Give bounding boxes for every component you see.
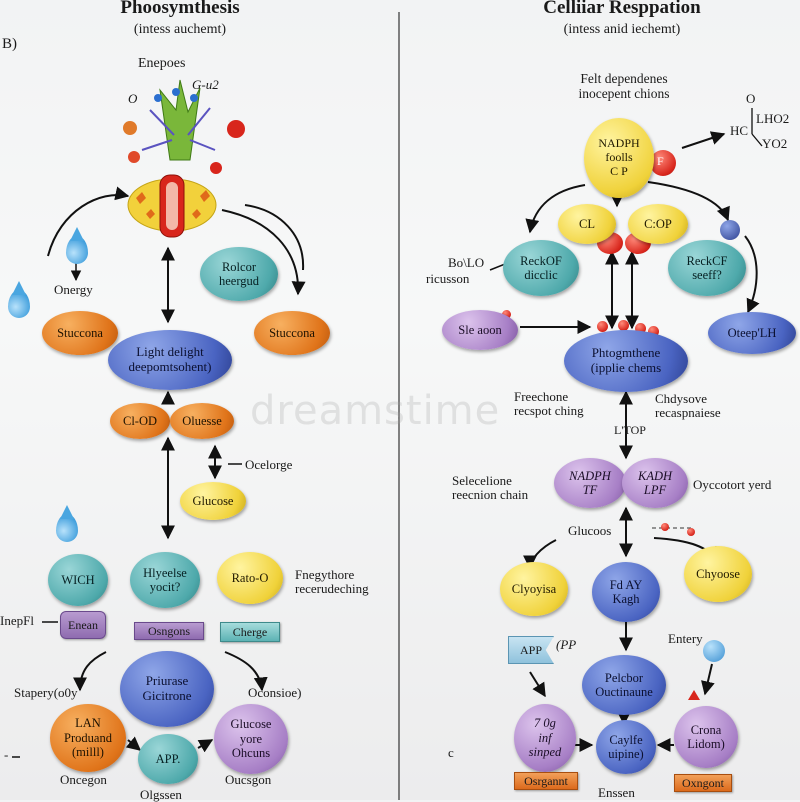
caylfe-node: Caylfe uipine) xyxy=(596,720,656,774)
chemical-structure-icon xyxy=(751,108,763,147)
red-dot-icon xyxy=(648,326,659,337)
app-node-left: APP. xyxy=(138,734,198,784)
blue-molecule-icon xyxy=(720,220,740,240)
stuccona-node-left: Stuccona xyxy=(42,311,118,355)
lho2-label: LHO2 xyxy=(756,111,790,126)
o-atom-label: O xyxy=(746,91,756,106)
red-dot-icon xyxy=(597,321,608,332)
glucoos-label: Glucoos xyxy=(568,523,612,538)
oteep-node: Oteep'LH xyxy=(708,312,796,354)
enepoes-label: Enepoes xyxy=(138,56,186,71)
sle-aoon-node: Sle aoon xyxy=(442,310,518,350)
f-label: F xyxy=(657,154,664,168)
hc-label: HC xyxy=(730,123,749,138)
light-dependent-node: Light delight deepomtsohent) xyxy=(108,330,232,390)
oluesse-node: Oluesse xyxy=(170,403,234,439)
dash-label: - xyxy=(4,747,9,762)
oyccotort-label: Oyccotort yerd xyxy=(693,477,772,492)
oncegon-label: Oncegon xyxy=(60,772,107,787)
inepfi-label: InepFl xyxy=(0,613,34,628)
nadph-top-node: NADPH foolls C P xyxy=(584,118,654,198)
fday-node: Fd AY Kagh xyxy=(592,562,660,622)
ltop-label: L'TOP xyxy=(614,423,646,437)
water-drop-icon xyxy=(8,281,30,318)
reckof-left-node: ReckOF dicclic xyxy=(503,240,579,296)
felt-label: Felt dependenes inocepent chions xyxy=(578,71,670,101)
red-dot-icon xyxy=(635,323,646,334)
enean-box: Enean xyxy=(60,611,106,639)
rolcor-node: Rolcor heergud xyxy=(200,247,278,301)
clyoyisa-node: Clyoyisa xyxy=(500,562,568,616)
fnegythore-label: Fnegythore recerudeching xyxy=(295,567,369,597)
pelcbor-node: Pelcbor Ouctinaune xyxy=(582,655,666,715)
chyoose-node: Chyoose xyxy=(684,546,752,602)
lan-node: LAN Produand (milll) xyxy=(50,704,126,772)
clod-node: Cl-OD xyxy=(110,403,170,439)
gu2-label: G-u2 xyxy=(192,77,219,92)
water-drop-icon xyxy=(56,505,78,542)
left-title: Phoosymthesis xyxy=(120,0,240,18)
reckof-right-node: ReckCF seeff? xyxy=(668,240,746,296)
zog-node: 7 0g inf sinped xyxy=(514,704,576,772)
wich-node: WICH xyxy=(48,554,108,606)
blue-molecule-icon xyxy=(703,640,725,662)
red-dot-icon xyxy=(618,320,629,331)
osrgannt-box: Osrgannt xyxy=(514,772,578,790)
pp-label: (PP xyxy=(556,637,577,652)
selecelione-label: Selecelione reecnion chain xyxy=(452,473,529,503)
c-label: c xyxy=(448,745,454,760)
olgssen-label: Olgssen xyxy=(140,787,182,802)
crona-node: Crona Lidom) xyxy=(674,706,738,768)
enssen-label: Enssen xyxy=(598,785,635,800)
osngons-box: Osngons xyxy=(134,622,204,640)
red-dot-icon xyxy=(687,528,695,536)
yo2-label: YO2 xyxy=(762,136,788,151)
cl-node: CL xyxy=(558,204,616,244)
stuccona-node-right: Stuccona xyxy=(254,311,330,355)
water-drop-icon xyxy=(66,227,88,264)
f-molecule xyxy=(650,150,676,176)
right-subtitle: (intess anid iechemt) xyxy=(563,22,681,37)
stapery-label: Stapery(o0y xyxy=(14,685,78,700)
plant-icon xyxy=(127,79,217,238)
onergy-label: Onergy xyxy=(54,282,93,297)
nadph-tf-node: NADPH TF xyxy=(554,458,626,508)
kadh-node: KADH LPF xyxy=(622,458,688,508)
priurase-node: Priurase Gicitrone xyxy=(120,651,214,727)
cherge-box: Cherge xyxy=(220,622,280,642)
ocelorge-label: Ocelorge xyxy=(245,457,293,472)
entery-label: Entery xyxy=(668,631,703,646)
ratoo-node: Rato-O xyxy=(217,552,283,604)
oconsioe-label: Oconsioe) xyxy=(248,685,302,700)
bolo-label: Bo\LO xyxy=(448,255,485,270)
chdysove-label: Chdysove recaspnaiese xyxy=(655,391,721,421)
molecule-icons xyxy=(123,88,245,174)
phtogmthene-node: Phtogmthene (ipplie chems xyxy=(564,330,688,392)
hlyeelse-node: Hlyeelse yocit? xyxy=(130,552,200,608)
freechone-label: Freechone recspot ching xyxy=(514,389,584,419)
glucose-yore-node: Glucose yore Ohcuns xyxy=(214,704,288,774)
oucsgon-label: Oucsgon xyxy=(225,772,272,787)
ricusson-label: ricusson xyxy=(426,271,470,286)
red-dot-icon xyxy=(661,523,669,531)
right-title: Celliiar Resppation xyxy=(543,0,701,18)
cop-node: C:OP xyxy=(628,204,688,244)
left-subtitle: (intess auchemt) xyxy=(133,22,227,37)
watermark: dreamstime xyxy=(250,388,501,434)
o-label: O xyxy=(128,91,138,106)
panel-label: B) xyxy=(2,36,17,52)
red-dot-icon xyxy=(502,310,511,319)
oxngont-box: Oxngont xyxy=(674,774,732,792)
glucose-node: Glucose xyxy=(180,482,246,520)
warning-triangle-icon xyxy=(688,690,700,700)
